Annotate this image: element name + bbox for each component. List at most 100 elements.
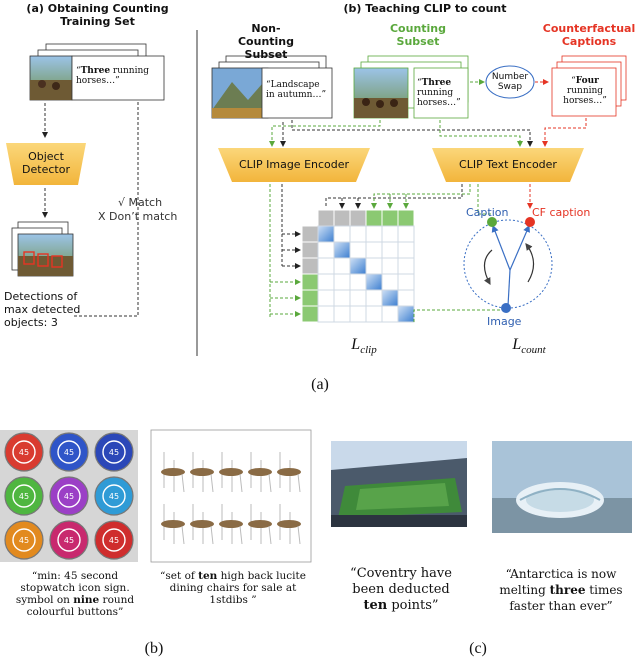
- stopwatch-dial: [102, 528, 126, 552]
- similarity-matrix: [301, 209, 415, 323]
- stopwatch-number: 45: [19, 448, 29, 457]
- matrix-col-header: [397, 209, 415, 227]
- stopwatch-number: 45: [64, 448, 74, 457]
- stopwatch-number: 45: [64, 492, 74, 501]
- stopwatch-dial: [12, 528, 36, 552]
- stopwatch-button: [49, 520, 89, 560]
- clip-text-encoder-shape: [432, 148, 584, 182]
- matrix-row-header: [301, 225, 319, 243]
- l-count-label: Lcount: [512, 336, 546, 357]
- matrix-cell: [349, 241, 367, 259]
- stopwatch-dial: [57, 484, 81, 508]
- matrix-cell: [333, 305, 351, 323]
- stopwatch-dial: [102, 484, 126, 508]
- matrix-cell: [397, 241, 415, 259]
- chair: [248, 504, 272, 545]
- matrix-col-header: [349, 209, 367, 227]
- matrix-cell: [317, 305, 335, 323]
- stopwatch-button: [94, 520, 134, 560]
- chairs-image: [150, 429, 312, 563]
- clip-text-encoder-label: CLIP Text Encoder: [459, 158, 557, 171]
- matrix-cell: [381, 241, 399, 259]
- matrix-cell: [397, 273, 415, 291]
- stopwatch-button: [49, 476, 89, 516]
- stopwatch-number: 45: [19, 492, 29, 501]
- stopwatch-number: 45: [109, 492, 119, 501]
- matrix-cell: [317, 225, 335, 243]
- matrix-cell: [349, 305, 367, 323]
- detections-label: Detections of max detected objects: 3: [4, 290, 81, 329]
- stopwatch-number: 45: [19, 536, 29, 545]
- matrix-cell: [365, 289, 383, 307]
- matrix-col-header: [365, 209, 383, 227]
- chair: [277, 504, 301, 545]
- matrix-col-header: [333, 209, 351, 227]
- matrix-col-header: [317, 209, 335, 227]
- image-node-label: Image: [487, 315, 522, 328]
- counterfactual-stack: [551, 55, 627, 117]
- matrix-row-header: [301, 273, 319, 291]
- matrix-cell: [349, 273, 367, 291]
- stopwatch-button: [4, 520, 44, 560]
- stopwatch-caption: “min: 45 second stopwatch icon sign. sym…: [15, 570, 135, 618]
- chair: [219, 452, 243, 493]
- stopwatch-button: [94, 432, 134, 472]
- matrix-col-header: [381, 209, 399, 227]
- chairs-caption: “set of ten high back lucite dining chai…: [160, 570, 306, 606]
- panel-a-title-line1: (a) Obtaining Counting: [26, 2, 169, 15]
- coventry-caption: “Coventry have been deducted ten points”: [350, 566, 452, 613]
- non-counting-caption-box: [261, 67, 333, 119]
- landscape-caption: “Landscape in autumn…”: [266, 80, 327, 100]
- matrix-cell: [349, 257, 367, 275]
- chair: [161, 504, 185, 545]
- dont-match-label: X Don’t match: [98, 210, 178, 223]
- stopwatch-dial: [102, 440, 126, 464]
- matrix-cell: [365, 241, 383, 259]
- antarctica-image: [492, 441, 632, 533]
- matrix-cell: [365, 257, 383, 275]
- chair: [219, 504, 243, 545]
- panel-a-caption-box: [71, 55, 165, 101]
- panel-b-title: (b) Teaching CLIP to count: [343, 2, 507, 15]
- clip-image-encoder-shape: [218, 148, 370, 182]
- caption-dot: [487, 217, 497, 227]
- clip-image-encoder-label: CLIP Image Encoder: [238, 158, 350, 171]
- panel-a-title-line2: Training Set: [60, 15, 135, 28]
- figure-label-b: (b): [144, 640, 164, 657]
- antarctica-caption: “Antarctica is now melting three times f…: [499, 567, 623, 613]
- stadium-image: [331, 441, 467, 527]
- stopwatch-button: [49, 432, 89, 472]
- chair: [277, 452, 301, 493]
- panel-a-caption-bold: Three: [80, 66, 111, 76]
- chair: [248, 452, 272, 493]
- matrix-cell: [381, 289, 399, 307]
- matrix-row-header: [301, 257, 319, 275]
- matrix-cell: [317, 257, 335, 275]
- match-label: √ Match: [118, 196, 163, 209]
- object-detector-label: Object Detector: [22, 150, 70, 176]
- object-detector-shape: [6, 143, 86, 185]
- matrix-row-header: [301, 241, 319, 259]
- chair: [161, 452, 185, 493]
- stopwatch-dial: [57, 440, 81, 464]
- matrix-cell: [365, 273, 383, 291]
- matrix-cell: [333, 289, 351, 307]
- matrix-cell: [381, 305, 399, 323]
- stopwatch-button: [4, 432, 44, 472]
- cf-caption-dot: [525, 217, 535, 227]
- stopwatch-number: 45: [109, 448, 119, 457]
- stopwatch-dial: [12, 440, 36, 464]
- image-dot: [501, 303, 511, 313]
- matrix-cell: [381, 257, 399, 275]
- panel-a-caption: “Three running horses…”: [76, 66, 150, 86]
- number-swap-node: [485, 65, 535, 99]
- matrix-cell: [333, 241, 351, 259]
- number-swap-label: Number Swap: [491, 72, 529, 92]
- l-clip-label: Lclip: [351, 336, 377, 357]
- matrix-cell: [397, 257, 415, 275]
